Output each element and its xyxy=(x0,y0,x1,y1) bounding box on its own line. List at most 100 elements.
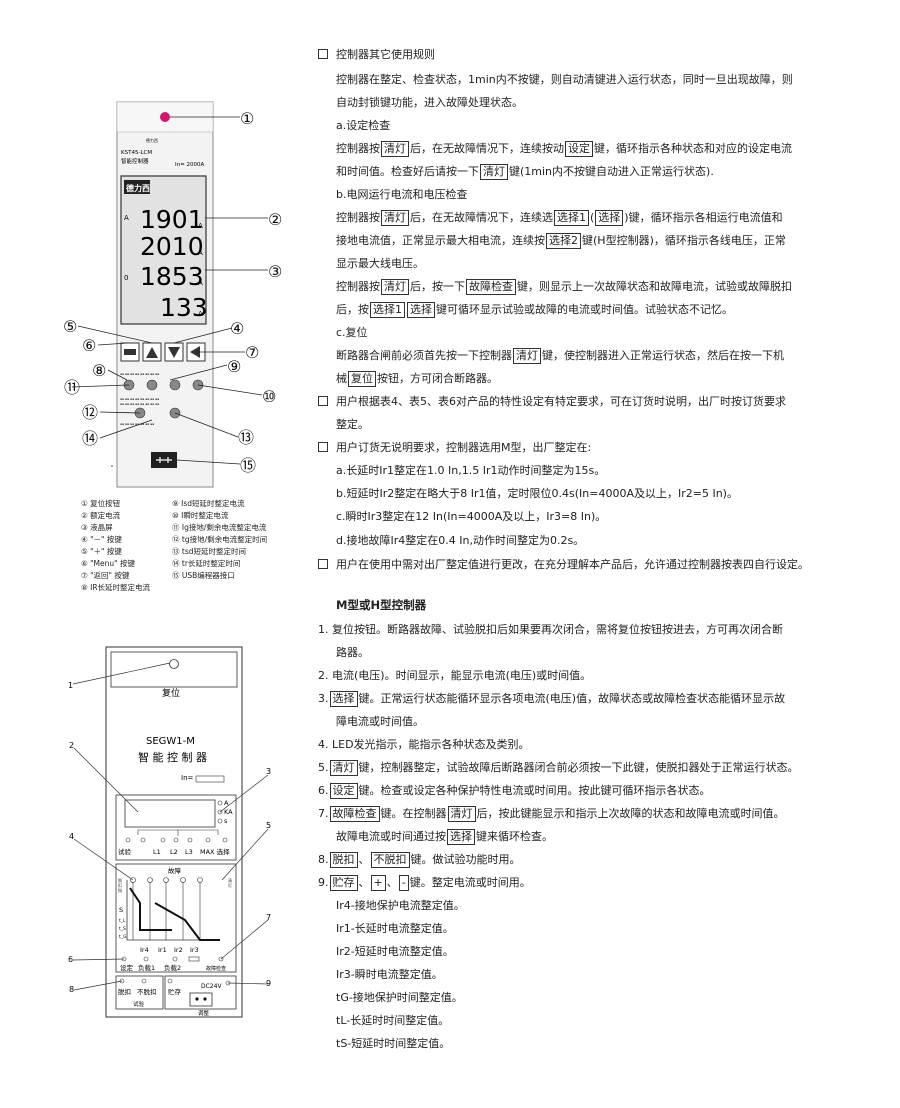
curve-s: S xyxy=(119,906,123,914)
kst45-controller-figure: 德力西 KST45-LCM 智能控制器 In= 2000A 德力西 A 1901… xyxy=(63,101,282,488)
callout-5: ⑤ xyxy=(63,317,77,336)
kst-model: KST45-LCM xyxy=(121,150,152,156)
segw-callout-5: 5 xyxy=(266,821,271,830)
curve-tl: t_L xyxy=(119,918,126,924)
unit-s: s xyxy=(224,817,228,825)
callout-8: ⑧ xyxy=(92,361,106,380)
row2-set: 设定 xyxy=(120,963,134,972)
def-4: Ir3-瞬时电流整定值。 xyxy=(336,968,443,981)
segw-callout-2: 2 xyxy=(69,741,74,750)
item-7b: 故障电流或时间通过按选择键来循环检查。 xyxy=(336,829,553,845)
sub-a: a.设定检查 xyxy=(336,119,391,132)
callout-11: ⑪ xyxy=(64,378,80,397)
fault-label: 故障 xyxy=(168,866,182,875)
adjust-label: 调整 xyxy=(198,1009,210,1017)
segw-reset-button[interactable] xyxy=(169,659,179,669)
segw-reset-label: 复位 xyxy=(162,687,180,699)
callout-12: ⑫ xyxy=(82,403,98,422)
lcd-unit-r-2: A xyxy=(198,249,203,257)
dc24v-label: DC24V xyxy=(201,983,222,990)
b-line-4: 控制器按清灯后，按一下故障检查键，则显示上一次故障状态和故障电流，试验或故障脱扣 xyxy=(336,279,792,295)
a-line-1: 控制器按清灯后，在无故障情况下，连续按动设定键，循环指示各种状态和对应的设定电流 xyxy=(336,141,792,157)
item-3: 3.选择键。正常运行状态能循环显示各项电流(电压)值，故障状态或故障检查状态能循… xyxy=(318,691,786,707)
c-line-1: 断路器合闸前必须首先按一下控制器清灯键，使控制器进入正常运行状态，然后在按一下机 xyxy=(336,348,784,364)
c-line-2: 械复位按钮，方可闭合断路器。 xyxy=(336,371,498,387)
lcd-unit-r-1: A xyxy=(198,222,203,230)
mh-heading: M型或H型控制器 xyxy=(336,598,427,612)
svg-text:指: 指 xyxy=(118,887,122,893)
callout-13: ⑬ xyxy=(238,428,254,447)
kst-in-rating: In= 2000A xyxy=(175,162,204,168)
rule-header: 控制器其它使用规则 xyxy=(318,43,435,66)
svg-text:清: 清 xyxy=(228,877,232,883)
row1-max: MAX 选择 xyxy=(200,847,230,856)
svg-text:灯: 灯 xyxy=(228,882,232,888)
bullet-4: 用户在使用中需对出厂整定值进行更改，在充分理解本产品后，允许通过控制器按表四自行… xyxy=(318,553,809,576)
lcd-unit-l-3: 0 xyxy=(124,274,128,282)
segw-model: SEGW1-M xyxy=(146,736,195,747)
row1-test: 试验 xyxy=(118,847,132,856)
bullet-3: 用户订货无说明要求，控制器选用M型，出厂整定在: xyxy=(318,436,591,459)
sub-c: c.复位 xyxy=(336,326,368,339)
item-1b: 路器。 xyxy=(336,646,369,659)
lcd-digits-3: 1853 xyxy=(140,262,204,291)
reset-button-dot[interactable] xyxy=(160,112,170,122)
def-1: Ir4-接地保护电流整定值。 xyxy=(336,899,465,912)
test-notrip-label: 不脱扣 xyxy=(137,987,157,996)
test-trip-label: 脱扣 xyxy=(118,987,131,996)
lcd-unit-l-1: A xyxy=(124,214,129,222)
callout-3: ③ xyxy=(268,262,282,281)
kst-sub: 智能控制器 xyxy=(121,157,149,165)
row2-load1: 负载1 xyxy=(138,963,155,972)
adjust-port[interactable] xyxy=(189,992,213,1007)
item-9: 9.贮存、+、-键。整定电流或时间用。 xyxy=(318,875,531,891)
segw-callout-7: 7 xyxy=(266,913,271,922)
row2-load2: 负载2 xyxy=(164,963,181,972)
lcd-digits-2: 2010 xyxy=(140,232,204,261)
a-line-2: 和时间值。检查好后请按一下清灯键(1min内不按键自动进入正常运行状态). xyxy=(336,164,714,180)
b-line-3: 显示最大线电压。 xyxy=(336,257,424,270)
item-3b: 障电流或时间值。 xyxy=(336,715,424,728)
para-1a: 控制器在整定、检查状态，1min内不按键，则自动清键进入运行状态，同时一旦出现故… xyxy=(336,73,793,86)
curve-ir1: Ir1 xyxy=(158,946,167,954)
lcd-digits-1: 1901 xyxy=(140,205,204,234)
unit-ka: KA xyxy=(224,808,233,816)
para-1b: 自动封锁键功能，进入故障处理状态。 xyxy=(336,96,523,109)
row1-l3: L3 xyxy=(185,848,193,856)
brand-logo: 德力西 xyxy=(126,183,150,193)
callout-4: ④ xyxy=(230,319,244,338)
segw-callout-4: 4 xyxy=(69,832,74,841)
item-4: 4. LED发光指示，能指示各种状态及类别。 xyxy=(318,738,530,751)
curve-ts: t_S xyxy=(119,926,126,932)
callout-6: ⑥ xyxy=(82,336,96,355)
segw-callout-3: 3 xyxy=(266,767,271,776)
lcd-unit-r-4: A xyxy=(198,310,203,318)
curve-ir2: Ir2 xyxy=(174,946,183,954)
setting-d: d.接地故障Ir4整定在0.4 In,动作时间整定为0.2s。 xyxy=(336,534,585,547)
kst-logo-small: 德力西 xyxy=(146,137,158,143)
svg-text:▪▪ ▪▪ ▪▪ ▪▪ ▪▪ ▪▪ ▪▪ ▪▪: ▪▪ ▪▪ ▪▪ ▪▪ ▪▪ ▪▪ ▪▪ ▪▪ xyxy=(120,402,159,406)
segw1-controller-figure: 复位 SEGW1-M 智 能 控 制 器 In= A KA s 试验 L1 L2… xyxy=(68,646,271,1018)
item-7: 7.故障检查键。在控制器清灯后，按此键能显示和指示上次故障的状态和故障电流或时间… xyxy=(318,806,785,822)
lcd-screen xyxy=(120,175,207,325)
curve-tg: t_G xyxy=(119,934,127,940)
row1-l2: L2 xyxy=(170,848,178,856)
curve-ir3: Ir3 xyxy=(190,946,199,954)
callout-2: ② xyxy=(268,210,282,229)
unit-a: A xyxy=(224,799,229,807)
segw-in-label: In= xyxy=(181,774,194,782)
row1-l1: L1 xyxy=(153,848,161,856)
def-6: tL-长延时时间整定值。 xyxy=(336,1014,450,1027)
store-label: 贮存 xyxy=(168,987,182,996)
b-line-1: 控制器按清灯后，在无故障情况下，连续选选择1(选择)键，循环指示各相运行电流值和 xyxy=(336,210,783,226)
def-2: Ir1-长延时电流整定值。 xyxy=(336,922,454,935)
callout-7: ⑦ xyxy=(245,343,259,362)
row2-fault-check: 故障检查 xyxy=(206,965,226,972)
segw-callout-8: 8 xyxy=(69,985,74,994)
callout-10: ⑩ xyxy=(262,387,276,406)
legend-right: ⑨ Isd短延时整定电流 ⑩ I瞬时整定电流 ⑪ Ig接地/剩余电流整定电流 ⑫… xyxy=(172,499,268,580)
setting-a: a.长延时Ir1整定在1.0 In,1.5 Ir1动作时间整定为15s。 xyxy=(336,464,606,477)
callout-1: ① xyxy=(240,109,254,128)
